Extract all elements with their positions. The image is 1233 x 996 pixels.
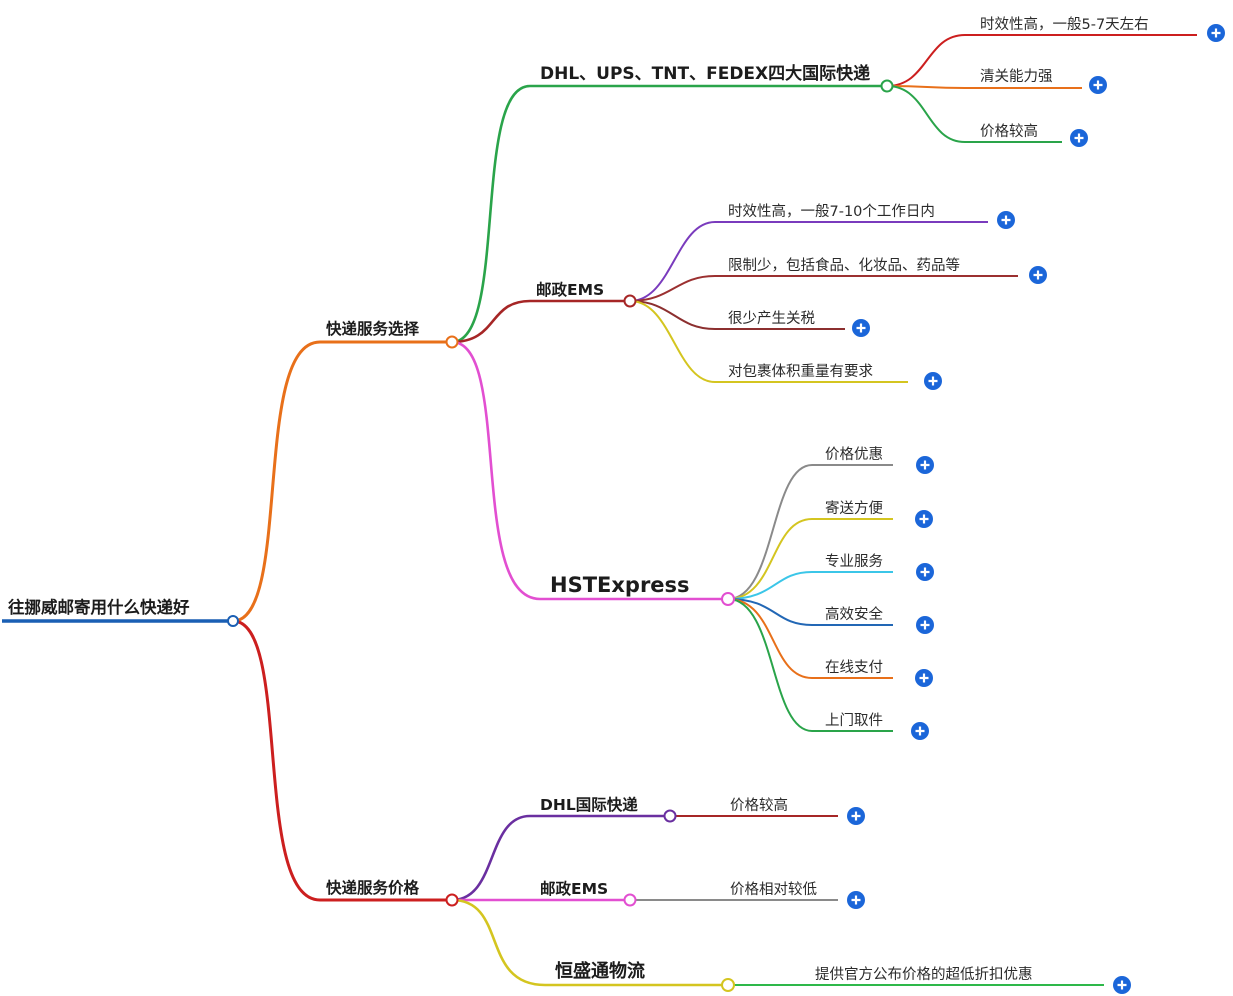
node-price-ems-label[interactable]: 邮政EMS <box>540 879 608 898</box>
leaf-hst-payment[interactable]: 在线支付 <box>825 659 883 676</box>
expand-badge-icon[interactable] <box>1205 22 1227 44</box>
node-hengshengtong-connector[interactable] <box>721 978 735 992</box>
edge-hst-leaf-efficient <box>727 598 893 626</box>
leaf-price-dhl[interactable]: 价格较高 <box>730 796 788 814</box>
leaf-ems-speed[interactable]: 时效性高，一般7-10个工作日内 <box>728 203 935 220</box>
node-ems-label[interactable]: 邮政EMS <box>536 280 604 299</box>
leaf-dhl-price[interactable]: 价格较高 <box>980 122 1038 140</box>
leaf-dhl-speed[interactable]: 时效性高，一般5-7天左右 <box>980 16 1149 33</box>
leaf-hst-pickup[interactable]: 上门取件 <box>825 712 883 729</box>
edge-price-to-dhl <box>451 814 670 902</box>
expand-badge-icon[interactable] <box>845 805 867 827</box>
expand-badge-icon[interactable] <box>922 370 944 392</box>
node-price-dhl-label[interactable]: DHL国际快递 <box>540 795 638 814</box>
edge-dhl-leaf-customs <box>886 85 1082 89</box>
node-ems-connector[interactable] <box>623 294 637 308</box>
node-price-ems-connector[interactable] <box>623 893 637 907</box>
branch-service-selection-label[interactable]: 快递服务选择 <box>326 319 420 338</box>
edge-dhl-leaf-speed <box>886 34 1197 87</box>
leaf-hengshengtong-discount[interactable]: 提供官方公布价格的超低折扣优惠 <box>815 966 1033 983</box>
edge-selection-to-hstexpress <box>451 340 728 601</box>
edge-hst-leaf-professional <box>727 571 893 600</box>
branch-service-selection-connector[interactable] <box>445 335 459 349</box>
expand-badge-icon[interactable] <box>1027 264 1049 286</box>
expand-badge-icon[interactable] <box>1111 974 1133 996</box>
leaf-hst-convenient[interactable]: 寄送方便 <box>825 499 883 517</box>
edge-ems-leaf-speed <box>629 221 988 302</box>
leaf-dhl-customs[interactable]: 清关能力强 <box>980 68 1053 85</box>
expand-badge-icon[interactable] <box>1087 74 1109 96</box>
edge-selection-to-ems <box>451 299 630 344</box>
edge-hst-leaf-payment <box>727 598 893 679</box>
edge-ems-leaf-tariff <box>629 300 845 330</box>
leaf-ems-limits[interactable]: 限制少，包括食品、化妆品、药品等 <box>728 256 960 274</box>
edge-ems-leaf-size <box>629 300 908 383</box>
leaf-hst-efficient[interactable]: 高效安全 <box>825 605 883 623</box>
expand-badge-icon[interactable] <box>914 561 936 583</box>
leaf-hst-professional[interactable]: 专业服务 <box>825 553 883 570</box>
edge-hst-leaf-discount <box>727 464 893 600</box>
expand-badge-icon[interactable] <box>995 209 1017 231</box>
node-dhl-group-label[interactable]: DHL、UPS、TNT、FEDEX四大国际快递 <box>540 63 870 84</box>
node-hstexpress-label[interactable]: HSTExpress <box>550 573 690 597</box>
node-price-dhl-connector[interactable] <box>663 809 677 823</box>
expand-badge-icon[interactable] <box>913 508 935 530</box>
edge-price-to-hengshengtong <box>451 898 728 987</box>
edge-dhl-leaf-price <box>886 85 1062 143</box>
branch-service-price-label[interactable]: 快递服务价格 <box>326 878 420 897</box>
node-hengshengtong-label[interactable]: 恒盛通物流 <box>555 960 645 982</box>
root-node-connector[interactable] <box>227 615 239 627</box>
node-hstexpress-connector[interactable] <box>721 592 735 606</box>
edge-hst-leaf-pickup <box>727 598 893 732</box>
branch-service-price-connector[interactable] <box>445 893 459 907</box>
edge-root-to-service-price <box>232 619 452 902</box>
expand-badge-icon[interactable] <box>1068 127 1090 149</box>
expand-badge-icon[interactable] <box>909 720 931 742</box>
edge-selection-to-dhl-group <box>451 84 887 344</box>
edge-ems-leaf-limits <box>629 275 1018 302</box>
expand-badge-icon[interactable] <box>913 667 935 689</box>
leaf-hst-discount[interactable]: 价格优惠 <box>825 446 883 463</box>
leaf-ems-tariff[interactable]: 很少产生关税 <box>728 310 815 327</box>
expand-badge-icon[interactable] <box>914 614 936 636</box>
expand-badge-icon[interactable] <box>845 889 867 911</box>
node-dhl-group-connector[interactable] <box>880 79 894 93</box>
expand-badge-icon[interactable] <box>850 317 872 339</box>
edge-hst-leaf-convenient <box>727 518 893 600</box>
root-node-label[interactable]: 往挪威邮寄用什么快递好 <box>8 597 190 617</box>
expand-badge-icon[interactable] <box>914 454 936 476</box>
leaf-ems-size[interactable]: 对包裹体积重量有要求 <box>728 363 873 380</box>
leaf-price-ems[interactable]: 价格相对较低 <box>730 880 817 898</box>
edge-root-to-service-selection <box>232 340 452 623</box>
